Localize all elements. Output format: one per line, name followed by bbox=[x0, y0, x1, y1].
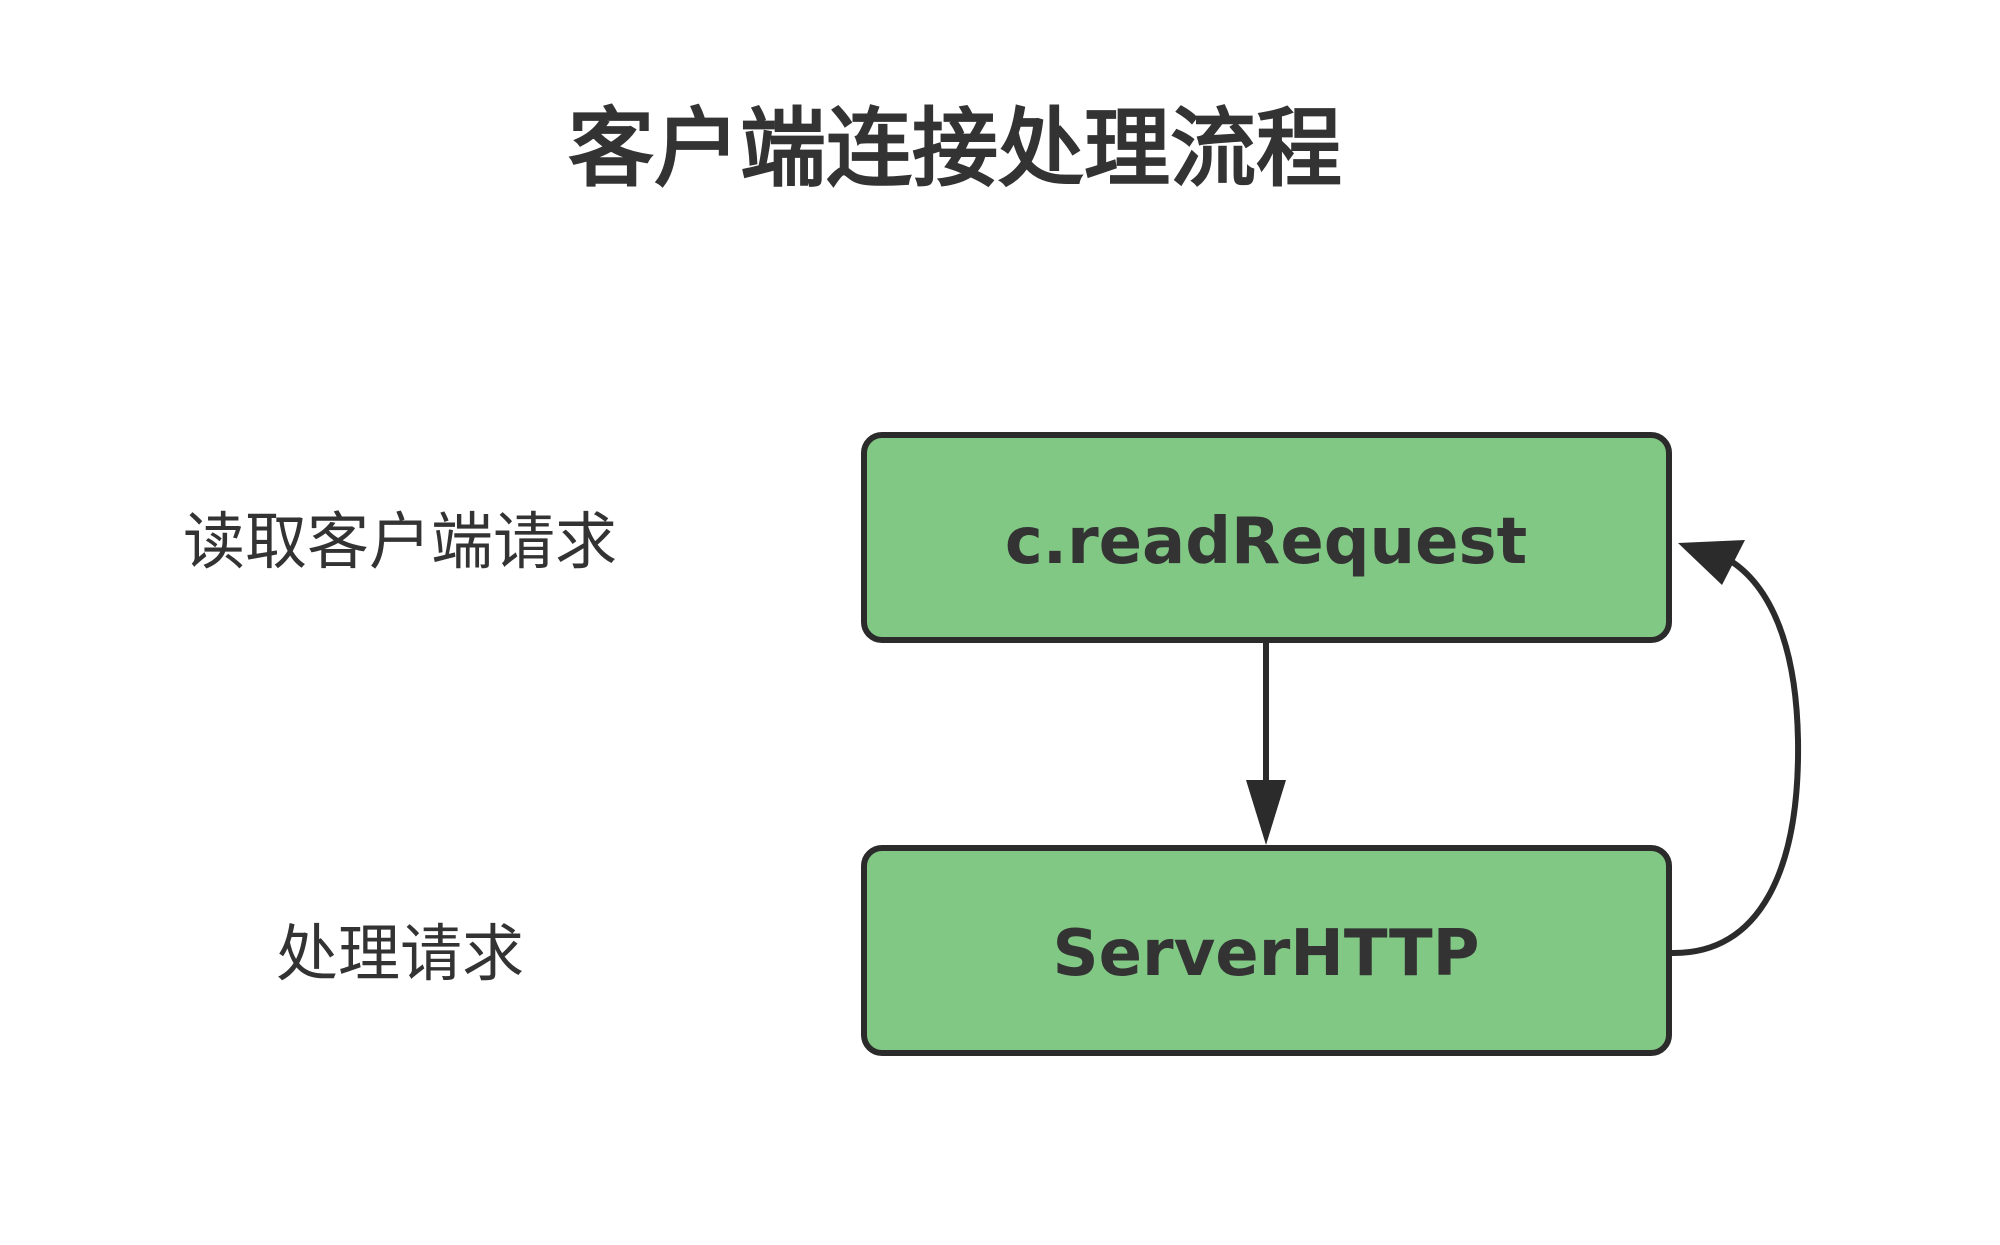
step-label-read-request: 读取客户端请求 bbox=[183, 505, 617, 578]
node-server-http-label: ServerHTTP bbox=[1053, 917, 1480, 991]
node-server-http-box bbox=[861, 845, 1672, 1056]
arrow-loop-back bbox=[1670, 540, 1802, 957]
node-server-http: ServerHTTP bbox=[861, 845, 1672, 1056]
step-label-handle-request: 处理请求 bbox=[276, 917, 524, 990]
node-read-request-label: c.readRequest bbox=[1005, 505, 1527, 579]
node-read-request: c.readRequest bbox=[861, 432, 1672, 643]
arrow-down bbox=[1246, 640, 1286, 845]
diagram-title: 客户端连接处理流程 bbox=[568, 99, 1342, 199]
